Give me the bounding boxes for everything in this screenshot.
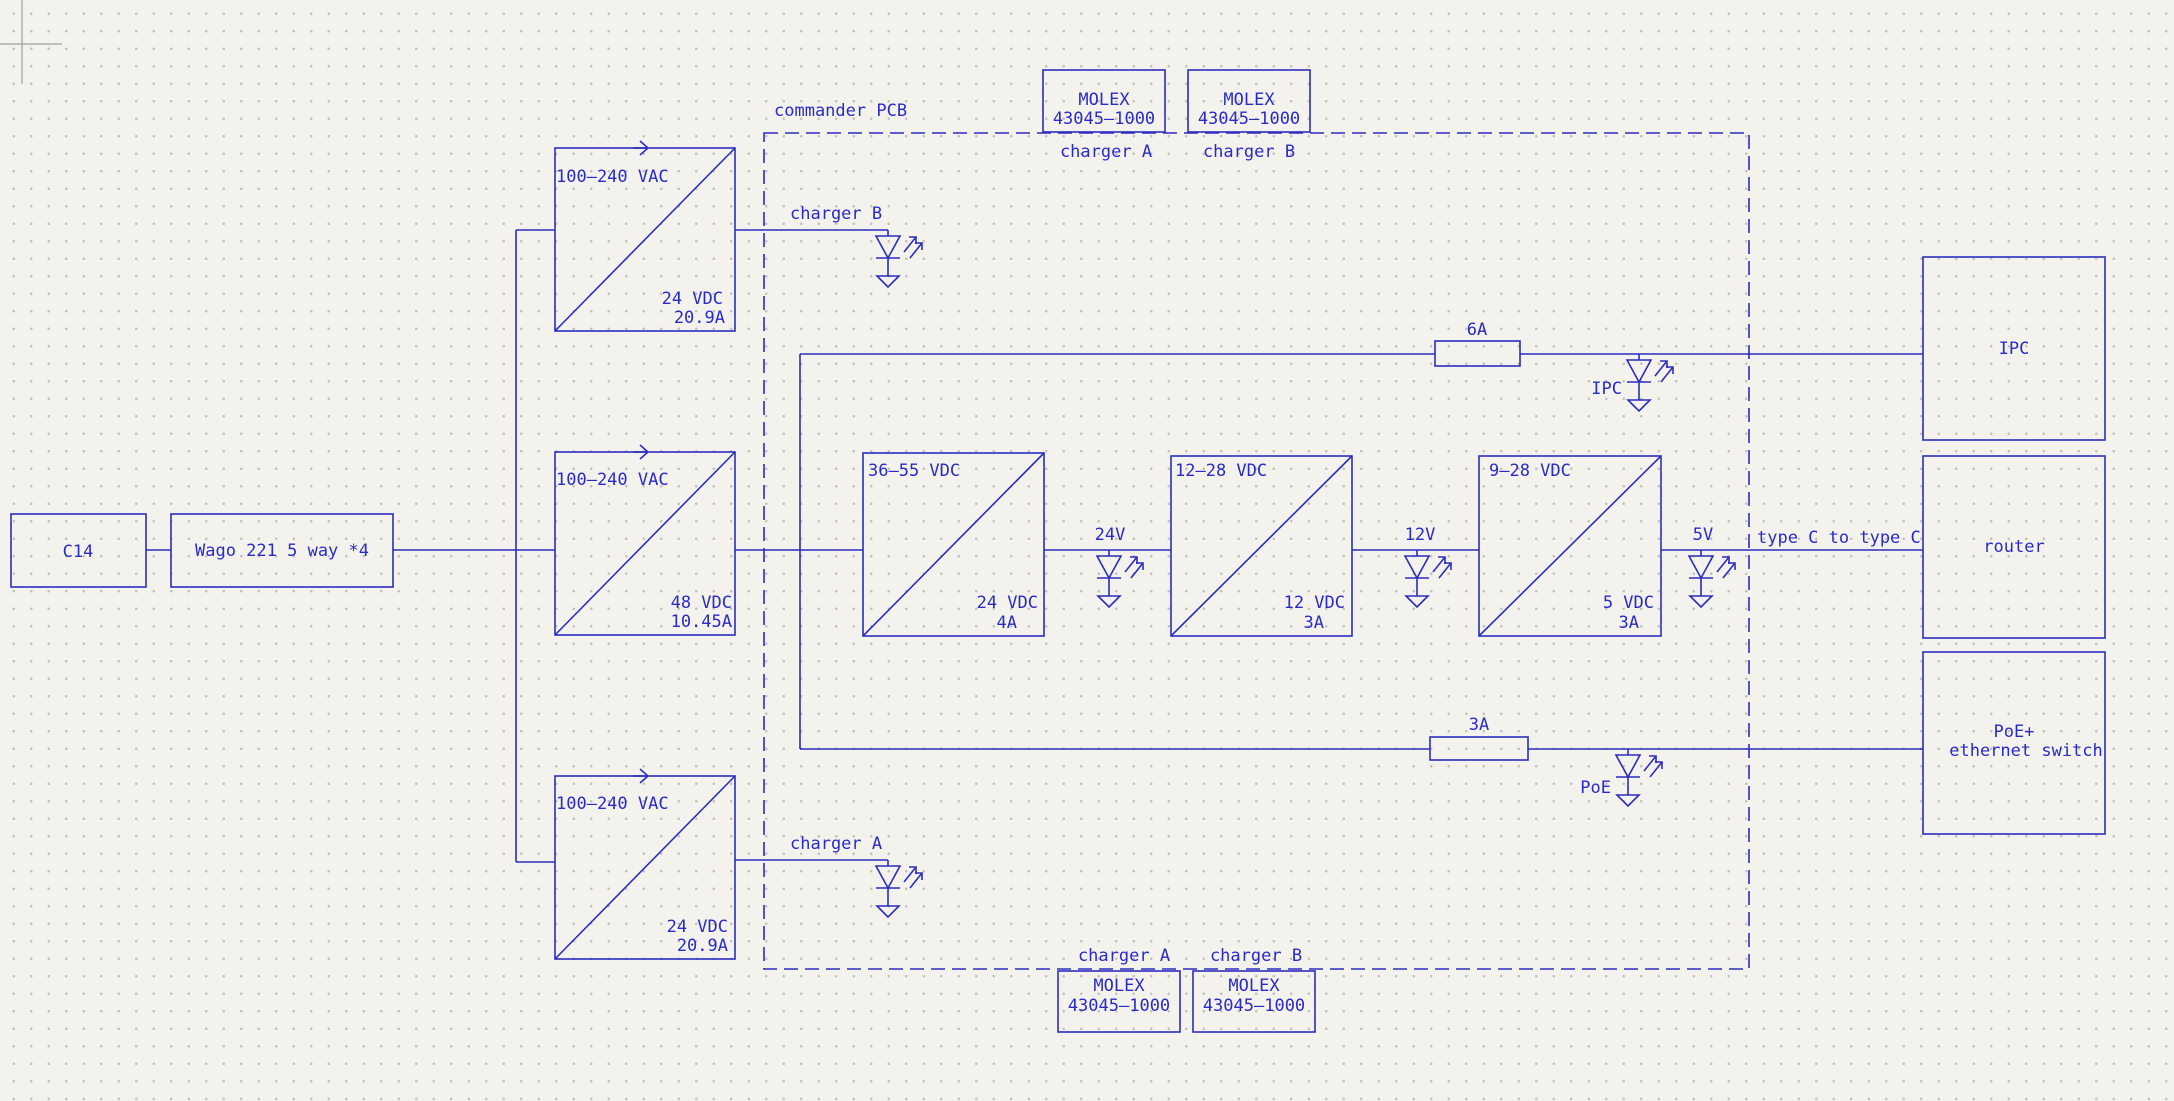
conv-5v-current: 3A [1619,613,1639,633]
conv-24v-input: 36–55 VDC [868,461,960,481]
cursor-crosshair [0,0,62,84]
psu-2-output: 48 VDC [671,593,732,613]
psu-2[interactable] [554,444,736,636]
poe-switch-box[interactable] [1922,651,2106,835]
conv-12v-output: 12 VDC [1284,593,1345,613]
fuse-ipc-rating: 6A [1467,320,1487,340]
led-12v[interactable] [1404,549,1452,608]
ipc-box[interactable] [1922,256,2106,441]
psu-2-input: 100–240 VAC [556,470,669,490]
molex-top-b[interactable] [1187,69,1311,133]
psu-1-current: 20.9A [674,308,725,328]
switch-label-line2: ethernet switch [1949,741,2103,761]
conv-12v-input: 12–28 VDC [1175,461,1267,481]
molex-bottom-b[interactable] [1192,970,1316,1033]
molex-bottom-b-maker: MOLEX [1228,976,1280,996]
pcb-outline[interactable] [763,132,1750,970]
net-label-charger-a: charger A [790,834,882,854]
led-24v[interactable] [1096,549,1144,608]
molex-top-b-maker: MOLEX [1223,90,1275,110]
psu-3-current: 20.9A [677,936,728,956]
molex-top-a-part: 43045–1000 [1053,109,1155,129]
net-label-charger-b: charger B [790,204,882,224]
usb-net-label: type C to type C [1757,528,1921,548]
psu-3-input: 100–240 VAC [556,794,669,814]
conv-5v-input: 9–28 VDC [1489,461,1571,481]
switch-label-line1: PoE+ [1994,722,2035,742]
psu-1[interactable] [554,140,736,332]
molex-top-a-label: charger A [1060,142,1152,162]
molex-top-a-maker: MOLEX [1078,90,1130,110]
router-label: router [1983,537,2044,557]
converter-12v[interactable] [1170,455,1353,637]
led-charger-a[interactable] [875,859,923,918]
led-charger-b[interactable] [875,229,923,288]
rail-24v-label: 24V [1095,525,1126,545]
molex-bottom-a[interactable] [1057,970,1181,1033]
rail-12v-label: 12V [1405,525,1436,545]
converter-5v[interactable] [1478,455,1662,637]
led-ipc[interactable] [1626,353,1674,412]
conv-24v-output: 24 VDC [977,593,1038,613]
molex-bottom-b-label: charger B [1210,946,1302,966]
psu-2-current: 10.45A [671,612,732,632]
molex-bottom-b-part: 43045–1000 [1203,996,1305,1016]
molex-bottom-a-maker: MOLEX [1093,976,1145,996]
fuse-poe-rating: 3A [1469,715,1489,735]
led-ipc-label: IPC [1591,379,1622,399]
molex-bottom-a-part: 43045–1000 [1068,996,1170,1016]
conv-12v-current: 3A [1304,613,1324,633]
psu-1-output: 24 VDC [662,289,723,309]
molex-top-b-part: 43045–1000 [1198,109,1300,129]
rail-5v-label: 5V [1693,525,1713,545]
fuse-poe[interactable] [1429,736,1529,761]
psu-3-output: 24 VDC [667,917,728,937]
psu-1-input: 100–240 VAC [556,167,669,187]
c14-label: C14 [63,542,94,562]
pcb-label: commander PCB [774,101,907,121]
ipc-label: IPC [1999,339,2030,359]
fuse-ipc[interactable] [1434,340,1521,367]
router-box[interactable] [1922,455,2106,639]
molex-top-b-label: charger B [1203,142,1295,162]
converter-24v[interactable] [862,452,1045,637]
led-poe-label: PoE [1580,778,1611,798]
conv-24v-current: 4A [997,613,1017,633]
wires [146,229,1923,863]
molex-top-a[interactable] [1042,69,1166,133]
molex-bottom-a-label: charger A [1078,946,1170,966]
conv-5v-output: 5 VDC [1603,593,1654,613]
led-poe[interactable] [1615,748,1663,807]
led-5v[interactable] [1688,549,1736,608]
wago-label: Wago 221 5 way *4 [195,541,369,561]
psu-3[interactable] [554,768,736,960]
